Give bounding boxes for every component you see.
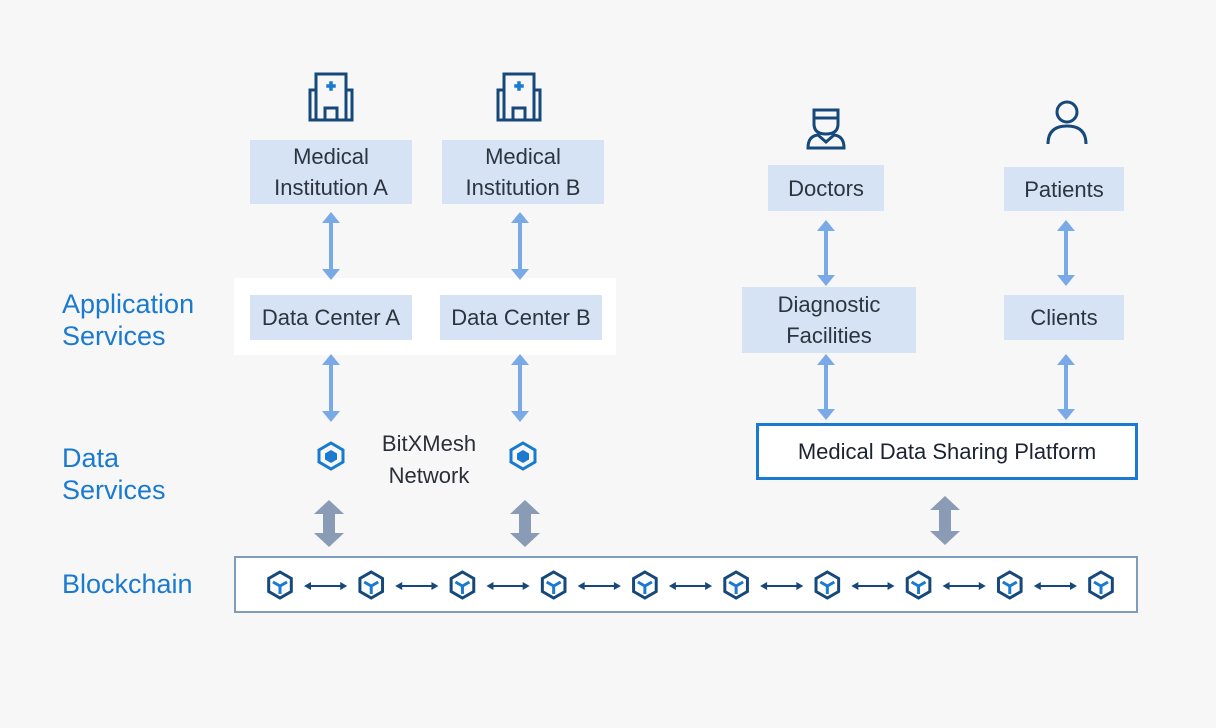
arrow-institution-a-to-data-center-a xyxy=(322,212,340,280)
hospital-icon xyxy=(496,72,542,122)
arrow-clients-to-platform xyxy=(1057,354,1075,420)
institution-b-line1: Medical xyxy=(485,144,561,169)
arrow-hub-a-to-blockchain xyxy=(314,500,344,547)
hexagon-node-icon xyxy=(317,441,345,471)
layer-label-blockchain: Blockchain xyxy=(62,569,193,599)
arrow-doctors-to-diagnostic xyxy=(817,220,835,286)
hexagon-node-icon xyxy=(509,441,537,471)
arrow-data-center-a-to-hub xyxy=(322,354,340,422)
diagnostic-line2: Facilities xyxy=(786,323,872,348)
network-label-line2: Network xyxy=(388,463,470,488)
institution-b-line2: Institution B xyxy=(465,175,581,200)
layer-label-application-line1: Application xyxy=(62,289,195,319)
bitxmesh-network-label: BitXMesh Network xyxy=(374,428,484,492)
node-data-center-b: Data Center B xyxy=(440,295,602,340)
layer-label-data: Data Services xyxy=(62,442,166,506)
layer-label-data-line1: Data xyxy=(62,443,120,473)
node-clients: Clients xyxy=(1004,295,1124,340)
node-patients: Patients xyxy=(1004,167,1124,211)
layer-label-data-line2: Services xyxy=(62,475,166,505)
arrow-diagnostic-to-platform xyxy=(817,354,835,420)
arrow-institution-b-to-data-center-b xyxy=(511,212,529,280)
node-doctors: Doctors xyxy=(768,165,884,211)
medical-data-sharing-platform: Medical Data Sharing Platform xyxy=(756,423,1138,480)
arrow-hub-b-to-blockchain xyxy=(510,500,540,547)
arrow-patients-to-clients xyxy=(1057,220,1075,286)
blockchain-chain xyxy=(234,556,1138,613)
institution-a-line2: Institution A xyxy=(274,175,388,200)
layer-label-application-line2: Services xyxy=(62,321,166,351)
node-data-center-a: Data Center A xyxy=(250,295,412,340)
diagnostic-line1: Diagnostic xyxy=(777,292,881,317)
arrow-platform-to-blockchain xyxy=(930,496,960,545)
network-label-line1: BitXMesh xyxy=(381,431,477,456)
institution-a-line1: Medical xyxy=(293,144,369,169)
arrow-data-center-b-to-hub xyxy=(511,354,529,422)
layer-label-application: Application Services xyxy=(62,288,194,352)
doctor-icon xyxy=(806,108,846,150)
hospital-icon xyxy=(308,72,354,122)
person-icon xyxy=(1046,100,1088,145)
